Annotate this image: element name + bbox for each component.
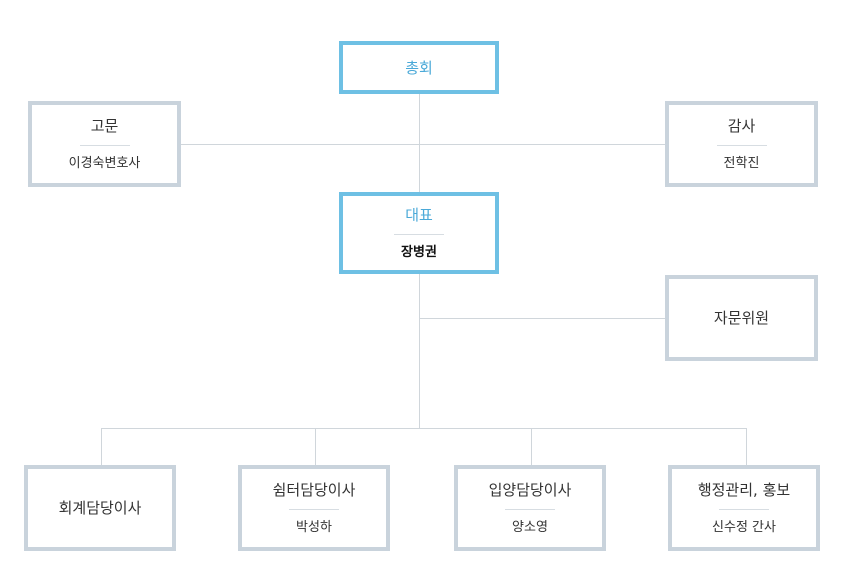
auditor-title: 감사 xyxy=(727,116,756,135)
representative-box: 대표 장병권 xyxy=(339,192,499,274)
advisor-box: 고문 이경숙변호사 xyxy=(28,101,181,187)
shelter-director-title: 쉼터담당이사 xyxy=(272,480,356,499)
advisory-committee-title: 자문위원 xyxy=(713,309,770,327)
representative-divider xyxy=(394,233,444,235)
accounting-director-title: 회계담당이사 xyxy=(58,499,142,517)
admin-pr-box: 행정관리, 홍보 신수정 간사 xyxy=(668,465,820,551)
advisor-title: 고문 xyxy=(90,116,119,135)
shelter-director-name: 박성하 xyxy=(296,519,332,535)
admin-pr-name: 신수정 간사 xyxy=(712,519,776,535)
shelter-director-divider xyxy=(289,508,339,510)
shelter-director-box: 쉼터담당이사 박성하 xyxy=(238,465,390,551)
admin-pr-divider xyxy=(719,508,769,510)
advisory-committee-box: 자문위원 xyxy=(665,275,818,361)
accounting-director-box: 회계담당이사 xyxy=(24,465,176,551)
adoption-director-box: 입양담당이사 양소영 xyxy=(454,465,606,551)
auditor-box: 감사 전학진 xyxy=(665,101,818,187)
adoption-director-name: 양소영 xyxy=(512,519,548,535)
advisor-divider xyxy=(79,144,130,146)
general-assembly-box: 총회 xyxy=(339,41,499,94)
admin-pr-title: 행정관리, 홍보 xyxy=(697,480,791,499)
representative-name: 장병권 xyxy=(401,244,437,260)
representative-title: 대표 xyxy=(405,205,433,224)
general-assembly-title: 총회 xyxy=(405,58,433,77)
adoption-director-title: 입양담당이사 xyxy=(488,480,572,499)
auditor-name: 전학진 xyxy=(723,155,760,171)
auditor-divider xyxy=(716,144,767,146)
advisor-name: 이경숙변호사 xyxy=(68,155,141,171)
adoption-director-divider xyxy=(505,508,555,510)
